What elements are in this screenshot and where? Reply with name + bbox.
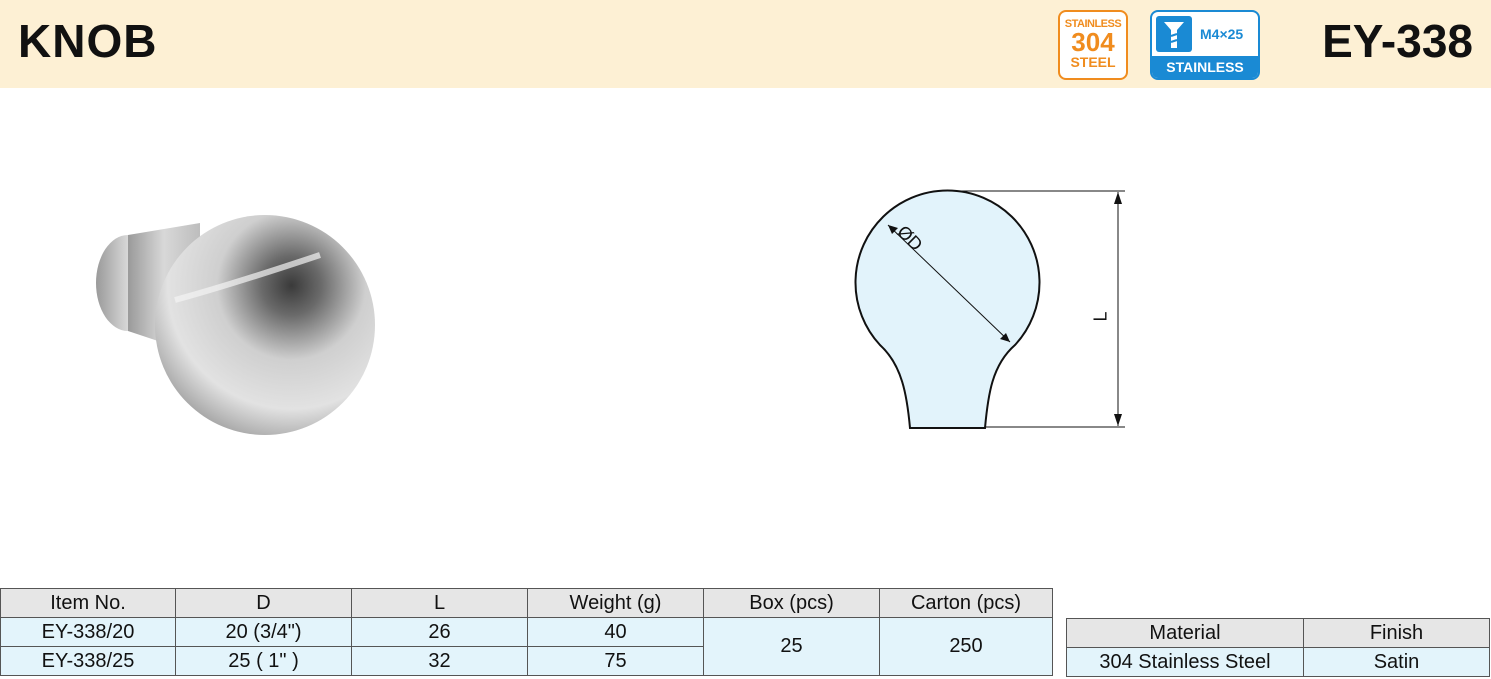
- cell-d: 20 (3/4"): [175, 617, 352, 647]
- cell-weight: 40: [527, 617, 704, 647]
- table-row: 304 Stainless Steel Satin: [1066, 647, 1490, 677]
- spec-header-row: Item No. D L Weight (g) Box (pcs) Carton…: [0, 588, 1053, 618]
- material-header-row: Material Finish: [1066, 618, 1490, 648]
- screw-badge: M4×25 STAINLESS: [1150, 10, 1260, 80]
- screw-icon: [1156, 16, 1192, 52]
- badge-material-line2: 304: [1071, 27, 1115, 57]
- badge-material-line1: STAINLESS: [1064, 18, 1122, 30]
- cell-carton: 250: [879, 617, 1053, 676]
- cell-item: EY-338/25: [0, 646, 176, 676]
- cell-box: 25: [703, 617, 880, 676]
- col-l: L: [351, 588, 528, 618]
- page-title: KNOB: [18, 15, 158, 67]
- col-box: Box (pcs): [703, 588, 880, 618]
- screw-label: STAINLESS: [1152, 56, 1258, 78]
- cell-l: 32: [351, 646, 528, 676]
- length-label: L: [1090, 311, 1111, 322]
- knob-photo: [80, 195, 380, 460]
- col-weight: Weight (g): [527, 588, 704, 618]
- col-carton: Carton (pcs): [879, 588, 1053, 618]
- cell-item: EY-338/20: [0, 617, 176, 647]
- col-item-no: Item No.: [0, 588, 176, 618]
- table-row: EY-338/25 25 ( 1" ) 32 75: [0, 646, 1053, 676]
- badge-material-line3: STEEL: [1070, 54, 1116, 70]
- screw-spec: M4×25: [1200, 26, 1244, 42]
- header-bar: KNOB STAINLESS 304 STEEL M4×25 STAINLESS…: [0, 0, 1491, 88]
- cell-d: 25 ( 1" ): [175, 646, 352, 676]
- cell-finish: Satin: [1303, 647, 1490, 677]
- col-material: Material: [1066, 618, 1304, 648]
- specification-table: Item No. D L Weight (g) Box (pcs) Carton…: [0, 588, 1053, 676]
- col-finish: Finish: [1303, 618, 1490, 648]
- model-number: EY-338: [1322, 15, 1473, 67]
- stainless-304-badge: STAINLESS 304 STEEL: [1058, 10, 1128, 80]
- material-table: Material Finish 304 Stainless Steel Sati…: [1066, 618, 1490, 677]
- cell-l: 26: [351, 617, 528, 647]
- table-row: EY-338/20 20 (3/4") 26 40 25 250: [0, 617, 1053, 676]
- knob-technical-drawing: ØD L: [840, 180, 1160, 445]
- cell-material: 304 Stainless Steel: [1066, 647, 1304, 677]
- col-d: D: [175, 588, 352, 618]
- cell-weight: 75: [527, 646, 704, 676]
